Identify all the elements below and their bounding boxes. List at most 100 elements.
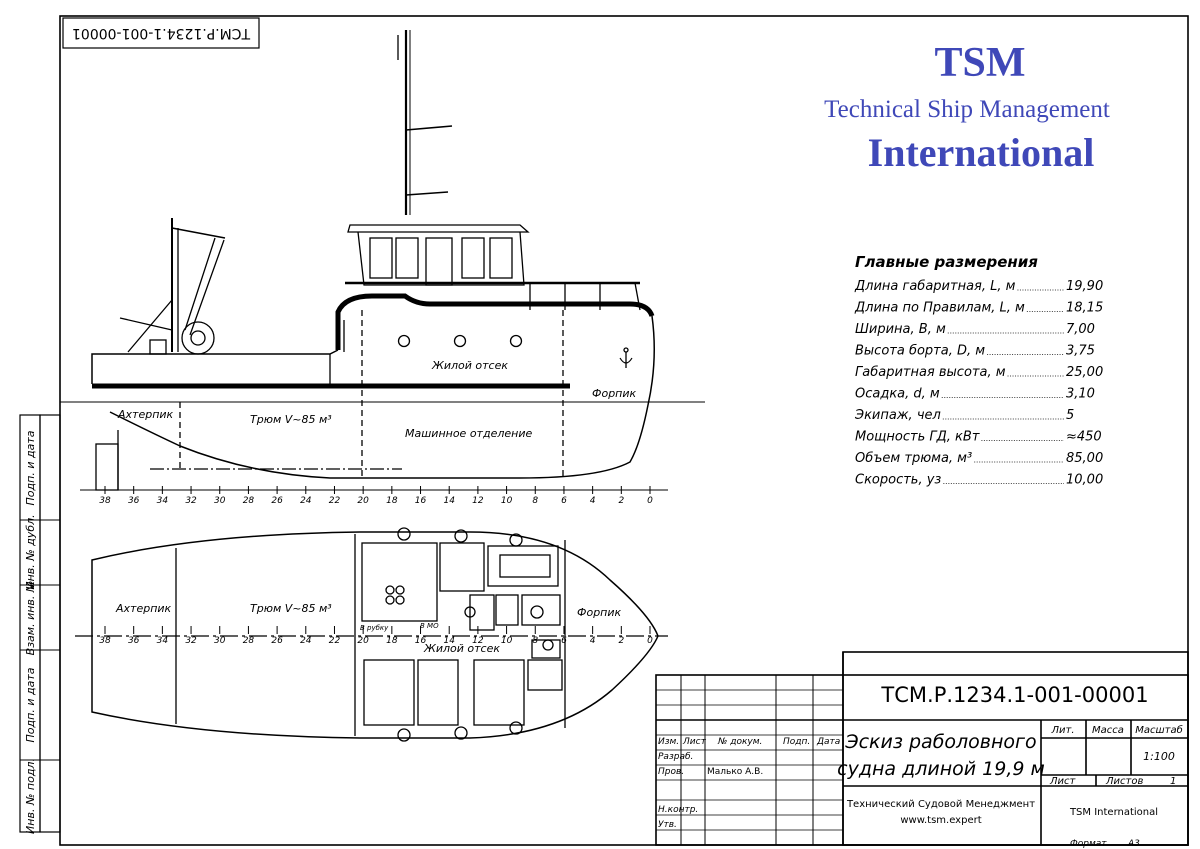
row-label: Утв. <box>658 820 677 830</box>
drawing-title-line2: судна длиной 19,9 м <box>837 758 1045 780</box>
frame-number: 36 <box>128 496 140 506</box>
label-forepeak: Форпик <box>592 387 637 400</box>
scale-value: 1:100 <box>1143 750 1175 763</box>
dimension-label: Габаритная высота, м <box>855 365 1006 380</box>
company-line1: Технический Судовой Менеджмент <box>846 799 1035 810</box>
dimension-label: Мощность ГД, кВт <box>855 430 980 445</box>
frame-number: 36 <box>128 636 140 646</box>
col-header: Лист <box>682 737 707 747</box>
dimension-label: Длина габаритная, L, м <box>854 279 1016 294</box>
dimension-value: 5 <box>1066 408 1074 423</box>
main-dimensions: Главные размерения Длина габаритная, L, … <box>854 253 1103 488</box>
deck-plan <box>75 527 668 742</box>
frame-number: 28 <box>243 496 255 506</box>
frame-number: 14 <box>443 496 455 506</box>
frame-number: 32 <box>185 636 197 646</box>
dimension-value: 7,00 <box>1066 322 1095 337</box>
col-header: Изм. <box>658 737 679 747</box>
scale-label: Масштаб <box>1135 724 1183 736</box>
frame-number: 2 <box>618 496 624 506</box>
col-header: № докум. <box>717 737 762 747</box>
row-label: Н.контр. <box>658 805 698 815</box>
dimension-value: 18,15 <box>1066 301 1103 316</box>
lit-label: Лит. <box>1050 725 1074 736</box>
label-afterpeak: Ахтерпик <box>117 408 174 421</box>
side-strip-label: Взам. инв. № <box>24 581 37 656</box>
frame-number: 34 <box>157 496 169 506</box>
checked-by: Малько А.В. <box>707 767 763 777</box>
frame-number: 6 <box>561 496 567 506</box>
plan-label-afterpeak: Ахтерпик <box>115 602 172 615</box>
sheets-value: 1 <box>1170 776 1176 787</box>
rotated-code-text: ТСМ.Р.1234.1-001-00001 <box>72 25 251 41</box>
company-short: TSM International <box>1069 807 1158 818</box>
dimension-value: 25,00 <box>1066 365 1103 380</box>
plan-label-hold: Трюм V~85 м³ <box>250 602 332 615</box>
sheets-label: Листов <box>1105 776 1143 787</box>
row-label: Разраб. <box>658 752 693 762</box>
frame-number: 38 <box>99 636 111 646</box>
dimensions-heading: Главные размерения <box>855 253 1038 271</box>
dimension-label: Длина по Правилам, L, м <box>854 301 1025 316</box>
frame-number: 24 <box>300 636 312 646</box>
label-hold: Трюм V~85 м³ <box>250 413 332 426</box>
side-strip: Подп. и дата Инв. № дубл. Взам. инв. № П… <box>19 414 61 834</box>
company-line2: www.tsm.expert <box>900 815 981 826</box>
dimension-label: Ширина, В, м <box>855 322 946 337</box>
label-engine-room: Машинное отделение <box>405 427 532 440</box>
dimension-label: Осадка, d, м <box>855 387 940 402</box>
frame-number: 26 <box>271 636 283 646</box>
logo-tagline: International <box>868 130 1095 175</box>
plan-label-wheelhouse: В рубку <box>360 624 389 632</box>
anchor-icon <box>619 347 633 368</box>
tsm-logo: TSM Technical Ship Management Internatio… <box>824 40 1110 175</box>
frame-number: 30 <box>214 496 226 506</box>
dimension-value: 19,90 <box>1066 279 1103 294</box>
dimension-label: Объем трюма, м³ <box>855 451 972 466</box>
side-strip-label: Инв. № дубл. <box>24 514 37 589</box>
frame-number: 12 <box>472 636 484 646</box>
frame-number: 34 <box>157 636 169 646</box>
side-strip-label: Инв. № подл. <box>24 758 37 834</box>
frame-number: 8 <box>532 496 538 506</box>
frame-number: 30 <box>214 636 226 646</box>
logo-subtitle: Technical Ship Management <box>824 96 1110 123</box>
frame-number: 18 <box>386 496 398 506</box>
frame-number: 8 <box>532 636 538 646</box>
frame-number: 10 <box>501 496 513 506</box>
frame-number: 16 <box>415 636 427 646</box>
frame-number: 0 <box>647 636 653 646</box>
frame-number: 16 <box>415 496 427 506</box>
frame-number: 0 <box>647 496 653 506</box>
frame-number: 38 <box>99 496 111 506</box>
side-strip-label: Подп. и дата <box>24 430 37 505</box>
frame-number: 10 <box>501 636 513 646</box>
dimension-value: 3,75 <box>1066 344 1095 359</box>
dimension-value: 3,10 <box>1066 387 1095 402</box>
sheet-label: Лист <box>1049 776 1077 787</box>
logo-title: TSM <box>934 40 1025 86</box>
col-header: Подп. <box>783 737 810 747</box>
frame-number: 22 <box>329 636 341 646</box>
frame-number: 6 <box>561 636 567 646</box>
drawing-title-line1: Эскиз раболовного <box>844 731 1036 753</box>
frame-number: 26 <box>271 496 283 506</box>
dimension-value: 85,00 <box>1066 451 1103 466</box>
format-value: А3 <box>1127 839 1140 849</box>
dimension-label: Высота борта, D, м <box>855 344 985 359</box>
frame-number: 24 <box>300 496 312 506</box>
frame-number: 4 <box>590 496 596 506</box>
frame-number: 18 <box>386 636 398 646</box>
format-label: Формат <box>1070 839 1107 849</box>
frame-number: 12 <box>472 496 484 506</box>
frame-number: 4 <box>590 636 596 646</box>
side-profile <box>60 30 705 491</box>
side-strip-label: Подп. и дата <box>24 667 37 742</box>
plan-label-forepeak: Форпик <box>577 606 622 619</box>
frame-number: 28 <box>243 636 255 646</box>
plan-label-accommodation: Жилой отсек <box>423 642 500 655</box>
row-label: Пров. <box>658 767 684 777</box>
frame-number: 32 <box>185 496 197 506</box>
label-accommodation: Жилой отсек <box>431 359 508 372</box>
